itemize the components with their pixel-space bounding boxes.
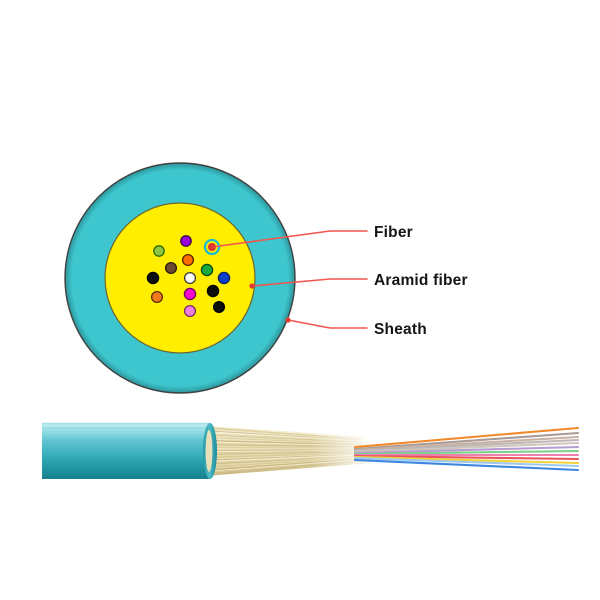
strand-lightgray bbox=[353, 438, 580, 453]
cable-jacket-inner-bore bbox=[205, 430, 213, 472]
aramid-core bbox=[104, 202, 256, 354]
fiber-green bbox=[200, 263, 214, 277]
callout-aramid-fiber: Aramid fiber bbox=[249, 272, 468, 289]
strand-yellow bbox=[353, 455, 580, 465]
callout-aramid-fiber-leader-line bbox=[251, 278, 368, 287]
fiber-green-ring bbox=[153, 245, 165, 257]
callout-fiber-anchor-dot bbox=[209, 244, 215, 250]
fiber-magenta bbox=[183, 287, 197, 301]
stripped-cable-illustration bbox=[42, 422, 580, 479]
fiber-black-low bbox=[212, 300, 226, 314]
aramid-fade-mask bbox=[206, 424, 374, 478]
optical-fiber-strands bbox=[353, 426, 580, 472]
callout-aramid-fiber-label: Aramid fiber bbox=[374, 272, 468, 289]
callout-fiber-label: Fiber bbox=[374, 224, 413, 241]
fiber-strand-dots bbox=[146, 235, 231, 318]
callout-fiber-leader-line bbox=[211, 230, 368, 248]
strand-lightblue bbox=[353, 456, 580, 468]
fiber-blue bbox=[217, 271, 231, 285]
fiber-black-mid bbox=[206, 284, 220, 298]
strand-tan bbox=[353, 435, 580, 452]
callout-sheath: Sheath bbox=[285, 317, 427, 338]
fiber-pink bbox=[183, 304, 197, 318]
strand-red bbox=[353, 454, 580, 461]
fiber-cyan-marked-ring bbox=[203, 238, 221, 256]
aramid-fiber-bundle bbox=[206, 424, 374, 478]
callout-fiber: Fiber bbox=[209, 224, 413, 250]
callout-sheath-anchor-dot bbox=[285, 317, 291, 323]
fiber-white bbox=[183, 271, 197, 285]
strand-blue bbox=[353, 458, 580, 472]
cable-jacket-top-highlight bbox=[42, 424, 208, 427]
strand-green bbox=[353, 449, 580, 456]
fiber-orange-ring bbox=[150, 290, 164, 304]
cable-cross-section bbox=[64, 162, 296, 394]
cable-jacket bbox=[42, 423, 210, 479]
fiber-purple bbox=[180, 235, 192, 247]
strand-orange bbox=[353, 426, 580, 449]
strand-beige bbox=[353, 441, 580, 454]
strand-gray bbox=[353, 431, 580, 451]
fiber-orange bbox=[181, 253, 195, 267]
callout-sheath-leader-line bbox=[287, 319, 368, 329]
callout-sheath-label: Sheath bbox=[374, 321, 427, 338]
fiber-brown bbox=[164, 261, 178, 275]
strand-violet bbox=[353, 445, 580, 455]
callout-aramid-fiber-anchor-dot bbox=[249, 283, 255, 289]
cable-jacket-outline-top bbox=[42, 422, 208, 424]
fiber-black-left bbox=[146, 271, 160, 285]
